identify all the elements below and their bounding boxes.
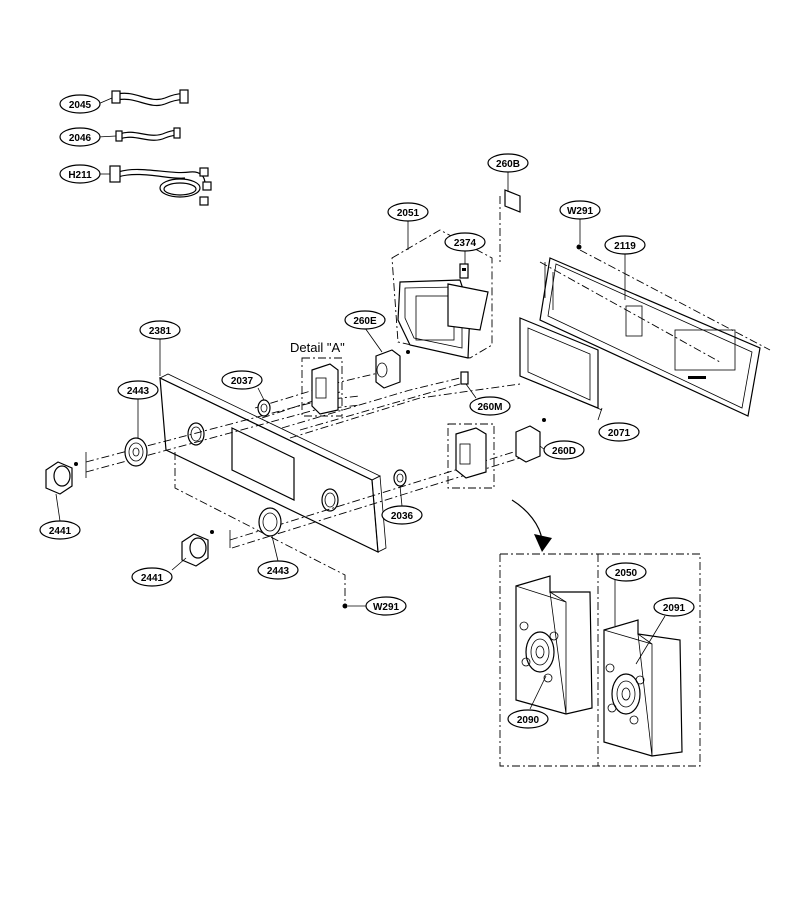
- spacer-260M: [460, 371, 469, 385]
- label-2441-bottom: 2441: [131, 567, 173, 587]
- label-2374-text: 2374: [454, 238, 477, 249]
- label-2071-text: 2071: [608, 428, 631, 439]
- label-2091: 2091: [653, 597, 695, 617]
- label-260B-text: 260B: [496, 159, 520, 170]
- wire-harness-2045: [111, 89, 189, 106]
- detail-a-label: Detail "A": [290, 340, 345, 355]
- encoder-260E: [375, 349, 410, 389]
- label-2036: 2036: [381, 505, 423, 525]
- bezel-2443-left: [124, 437, 148, 467]
- label-W291-bottom: W291: [365, 596, 407, 616]
- encoder-260D: [515, 418, 546, 463]
- detail-arrow: [511, 499, 552, 552]
- encoder-housing-detail-a: [301, 357, 343, 417]
- encoder-housing-right: [447, 423, 495, 489]
- knob-2441-bottom: [181, 530, 214, 567]
- label-2090-text: 2090: [517, 715, 540, 726]
- label-260E-text: 260E: [353, 316, 377, 327]
- label-2045-text: 2045: [69, 100, 92, 111]
- label-H211: H211: [59, 164, 101, 184]
- label-W291-top-text: W291: [567, 206, 594, 217]
- detail-a-box: [499, 553, 701, 767]
- label-2036-text: 2036: [391, 511, 414, 522]
- label-260E: 260E: [344, 310, 386, 330]
- display-frame-2071: [519, 317, 603, 411]
- label-2443-bottom-text: 2443: [267, 566, 290, 577]
- label-260M: 260M: [469, 396, 511, 416]
- label-2090: 2090: [507, 709, 549, 729]
- label-2381: 2381: [139, 320, 181, 340]
- label-2091-text: 2091: [663, 603, 686, 614]
- wire-harness-2046: [115, 127, 181, 142]
- label-2381-text: 2381: [149, 326, 172, 337]
- label-260D-text: 260D: [552, 446, 576, 457]
- label-2441-left-text: 2441: [49, 526, 72, 537]
- label-2443-bottom: 2443: [257, 560, 299, 580]
- label-2374: 2374: [444, 232, 486, 252]
- label-2050: 2050: [605, 562, 647, 582]
- label-W291-top: W291: [559, 200, 601, 220]
- label-260M-text: 260M: [477, 402, 502, 413]
- leader-lines: [55, 97, 666, 710]
- label-260B: 260B: [487, 153, 529, 173]
- label-2441-bottom-text: 2441: [141, 573, 164, 584]
- label-2037-text: 2037: [231, 376, 254, 387]
- gear-2037: [257, 399, 271, 417]
- gear-2036: [393, 469, 407, 487]
- label-2051: 2051: [387, 202, 429, 222]
- label-2050-text: 2050: [615, 568, 638, 579]
- bracket-2119: [539, 244, 771, 417]
- label-2046: 2046: [59, 127, 101, 147]
- label-W291-bottom-text: W291: [373, 602, 400, 613]
- wire-harness-H211: [109, 165, 212, 206]
- label-2071: 2071: [598, 422, 640, 442]
- label-2443-top: 2443: [117, 380, 159, 400]
- control-board-assembly-2051: [391, 189, 521, 359]
- label-2051-text: 2051: [397, 208, 420, 219]
- label-2119: 2119: [604, 235, 646, 255]
- label-2045: 2045: [59, 94, 101, 114]
- screw-W291-bottom: [342, 603, 348, 609]
- label-2119-text: 2119: [614, 241, 636, 252]
- label-2443-top-text: 2443: [127, 386, 150, 397]
- label-H211-text: H211: [68, 170, 92, 181]
- label-2037: 2037: [221, 370, 263, 390]
- label-260D: 260D: [543, 440, 585, 460]
- label-2441-left: 2441: [39, 520, 81, 540]
- bezel-2443-bottom: [258, 507, 282, 537]
- knob-2441-left: [45, 461, 78, 495]
- label-2046-text: 2046: [69, 133, 92, 144]
